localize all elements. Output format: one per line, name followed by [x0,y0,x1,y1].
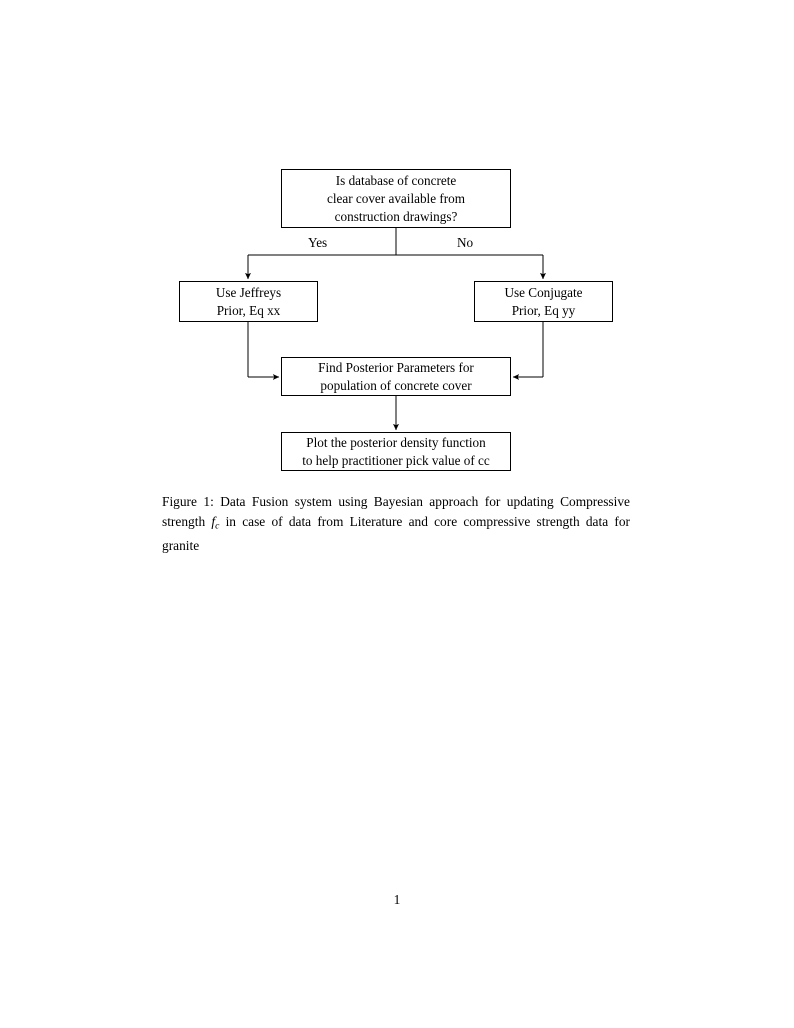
figure-flowchart: Is database of concrete clear cover avai… [0,0,794,490]
node-posterior-line-2: population of concrete cover [320,377,472,393]
node-plot-line-2: to help practitioner pick value of cc [302,452,490,468]
figure-caption: Figure 1: Data Fusion system using Bayes… [162,492,630,555]
flowchart-connectors [245,228,546,431]
node-decision-line-3: construction drawings? [334,208,458,224]
node-jeffreys-line-1: Use Jeffreys [215,284,282,300]
flowchart-node-decision: Is database of concrete clear cover avai… [281,169,511,228]
flowchart-node-plot-density: Plot the posterior density function to h… [281,432,511,471]
figure-caption-symbol: f [211,513,216,529]
edge-label-no: No [457,235,474,250]
flowchart-node-jeffreys-prior: Use Jeffreys Prior, Eq xx [179,281,318,322]
node-plot-line-1: Plot the posterior density function [306,434,486,450]
page-number: 1 [393,892,401,907]
edge-label-yes: Yes [308,235,328,250]
figure-caption-text-before: Data Fusion system using Bayesian approa… [162,494,630,529]
flowchart-node-conjugate-prior: Use Conjugate Prior, Eq yy [474,281,613,322]
node-posterior-line-1: Find Posterior Parameters for [318,359,474,375]
figure-caption-symbol-subscript: c [215,520,220,532]
node-decision-line-1: Is database of concrete [335,172,457,188]
node-decision-line-2: clear cover available from [326,190,466,206]
node-jeffreys-line-2: Prior, Eq xx [216,302,281,318]
flowchart-node-find-posterior: Find Posterior Parameters for population… [281,357,511,396]
node-conjugate-line-2: Prior, Eq yy [511,302,576,318]
figure-caption-text-after: in case of data from Literature and core… [162,513,630,553]
node-conjugate-line-1: Use Conjugate [504,284,583,300]
figure-caption-label: Figure 1: [162,494,214,509]
